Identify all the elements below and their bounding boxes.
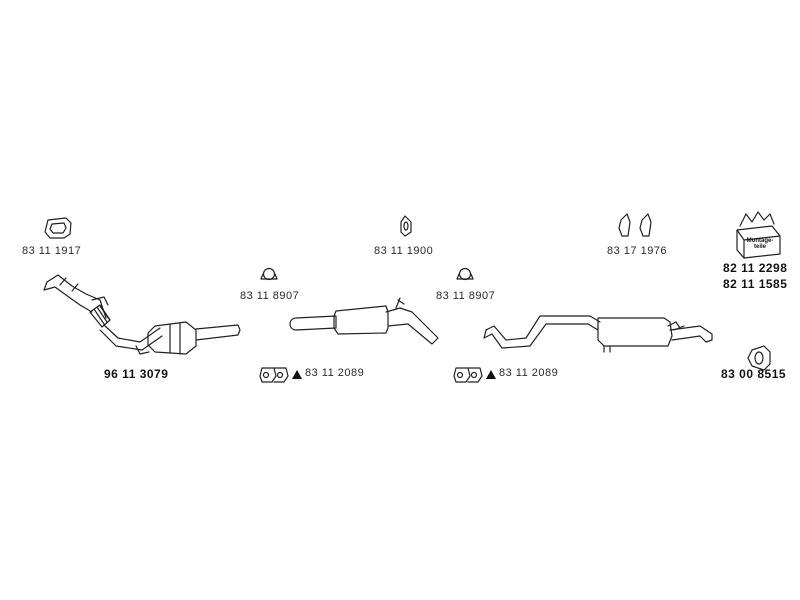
clamp-icon (456, 267, 474, 281)
manifold-catalyst-part (43, 274, 241, 355)
mounting-kit-icon (736, 211, 781, 259)
part-number-hanger-pair: 83 17 1976 (607, 245, 668, 257)
part-number-hanger: 83 11 1900 (374, 245, 434, 257)
hanger-icon (400, 215, 412, 237)
part-number-clamp-right: 83 11 8907 (436, 290, 496, 302)
part-number-mounting-kit-1: 82 11 2298 (723, 261, 788, 275)
gasket-icon (44, 217, 72, 239)
mounting-kit-box-label: Montage- teile (742, 238, 778, 250)
part-number-manifold: 96 11 3079 (104, 367, 169, 381)
part-number-gasket: 83 11 1917 (22, 245, 82, 257)
part-number-clamp-pair-left: 83 11 2089 (305, 367, 365, 379)
part-number-clamp-left: 83 11 8907 (240, 290, 300, 302)
clamp-icon (260, 267, 278, 281)
box-label-line2: teile (753, 244, 766, 250)
part-number-rubber-ring: 83 00 8515 (721, 367, 787, 381)
rear-muffler-part (483, 315, 713, 353)
warning-triangle-icon (292, 370, 302, 379)
box-label-line1: Montage- (746, 238, 774, 244)
part-number-clamp-pair-right: 83 11 2089 (499, 367, 559, 379)
part-number-mounting-kit-2: 82 11 1585 (723, 277, 788, 291)
rubber-ring-icon (747, 345, 771, 371)
clamp-pair-icon (453, 367, 483, 383)
clamp-pair-icon (259, 367, 289, 383)
warning-triangle-icon (486, 370, 496, 379)
hanger-pair-icon (618, 213, 652, 237)
front-muffler-part (289, 297, 439, 345)
